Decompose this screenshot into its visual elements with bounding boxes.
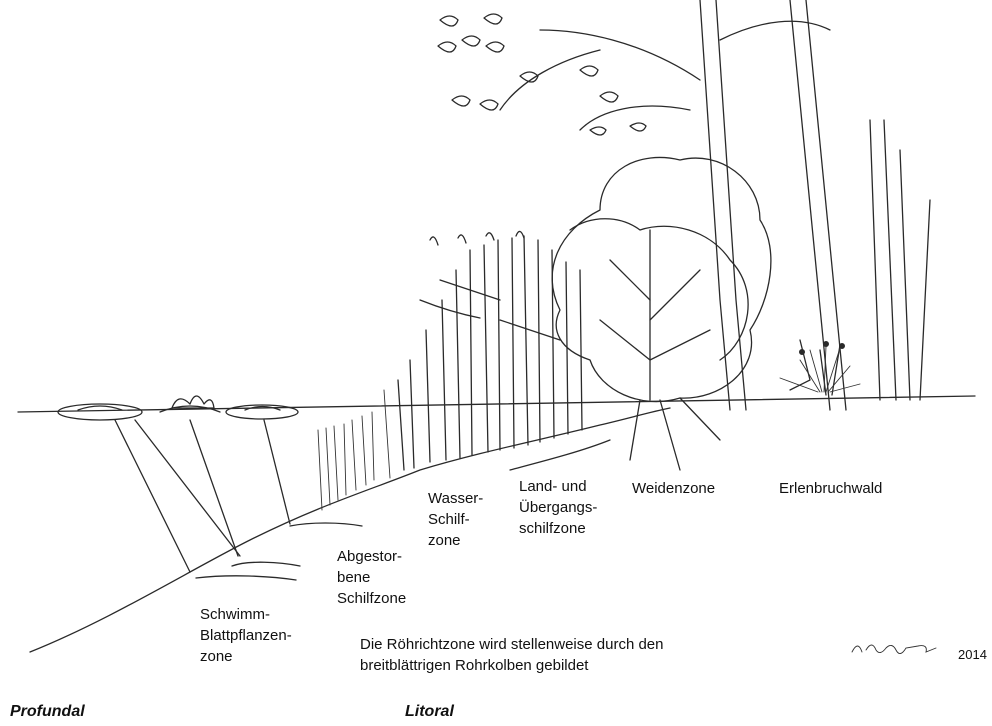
artist-signature xyxy=(851,644,937,654)
willow-bush-group xyxy=(551,156,772,471)
sedge-clump xyxy=(779,341,861,393)
alder-tree-group xyxy=(499,0,931,411)
land-reed-zone-label: Land- und Übergangs- schilfzone xyxy=(519,478,598,537)
signature-year: 2014 xyxy=(958,647,987,662)
litoral-label: Litoral xyxy=(405,703,454,720)
floating-leaf-zone-label: Schwimm- Blattpflanzen- zone xyxy=(200,606,292,665)
lake-bottom-slope xyxy=(29,407,671,653)
water-lily-group xyxy=(57,395,363,581)
reed-stalks-group xyxy=(397,230,611,471)
cattail-note: Die Röhrichtzone wird stellenweise durch… xyxy=(360,636,664,674)
water-reed-zone-label: Wasser- Schilf- zone xyxy=(428,490,484,549)
alder-leaves-group xyxy=(437,13,647,136)
willow-zone-label: Weidenzone xyxy=(632,480,716,497)
dead-reed-zone-label: Abgestor- bene Schilfzone xyxy=(337,548,407,607)
alder-swamp-label: Erlenbruchwald xyxy=(779,480,883,497)
dead-reed-group xyxy=(317,389,391,511)
profundal-label: Profundal xyxy=(10,703,85,720)
water-surface-line xyxy=(17,395,976,413)
